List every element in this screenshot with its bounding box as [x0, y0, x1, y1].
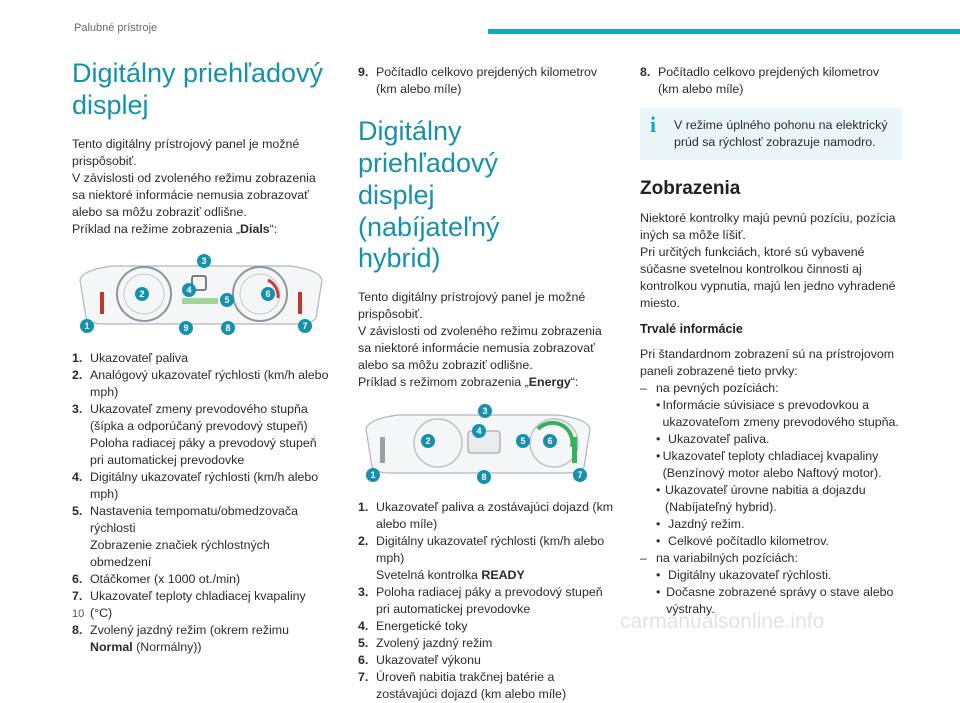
list-item: –na variabilných pozíciách: [640, 551, 798, 565]
legend-list-1: 1.Ukazovateľ paliva 2.Analógový ukazovat… [72, 350, 330, 656]
info-icon: i [650, 112, 657, 137]
list-item: 3.Poloha radiacej páky a prevodový stupe… [358, 585, 603, 617]
subsection-title: Trvalé informácie [640, 322, 743, 336]
list-item: 7.Ukazovateľ teploty chladiacej kvapalin… [72, 588, 306, 620]
callout-8: 8 [481, 472, 486, 482]
callout-3: 3 [201, 256, 206, 266]
callout-4: 4 [186, 285, 191, 295]
list-item: •Informácie súvisiace s prevodovkou a uk… [656, 398, 899, 429]
callout-1: 1 [370, 470, 375, 480]
callout-4: 4 [476, 426, 481, 436]
list-item: 4.Energetické toky [358, 619, 468, 634]
example-line: Príklad na režime zobrazenia „Dials“: [72, 221, 278, 236]
list-item: 3.Ukazovateľ zmeny prevodového stupňa (š… [72, 401, 317, 467]
energy-dashboard-illustration: 1 2 3 4 5 6 7 8 [365, 404, 591, 485]
page-number: 10 [72, 608, 85, 620]
section-title-displays: Zobrazenia [640, 178, 741, 199]
watermark: carmanualsonline.info [620, 610, 825, 633]
list-item: 8.Zvolený jazdný režim (okrem režimu Nor… [72, 622, 289, 654]
intro-para-2: Pri určitých funkciách, ktoré sú vybaven… [640, 245, 896, 310]
example-line: Príklad s režimom zobrazenia „Energy“: [358, 375, 579, 390]
column-2: 9.Počítadlo celkovo prejdených kilometro… [358, 58, 618, 703]
column-3: 8.Počítadlo celkovo prejdených kilometro… [640, 58, 902, 618]
callout-3: 3 [482, 406, 487, 416]
list-item: •Ukazovateľ paliva. [656, 432, 770, 446]
intro-para-2: V závislosti od zvoleného režimu zobraze… [358, 324, 602, 373]
intro-para-2: V závislosti od zvoleného režimu zobraze… [72, 170, 316, 219]
list-item: •Dočasne zobrazené správy o stave alebo … [656, 585, 894, 616]
list-item: 1.Ukazovateľ paliva a zostávajúci dojazd… [358, 500, 614, 532]
energy-figure: 1 2 3 4 5 6 7 8 [358, 403, 618, 487]
callout-7: 7 [577, 470, 582, 480]
list-item: •Ukazovateľ teploty chladiacej kvapaliny… [656, 449, 882, 480]
callout-5: 5 [224, 295, 229, 305]
callout-2: 2 [425, 436, 430, 446]
list-item: 6.Ukazovateľ výkonu [358, 653, 481, 668]
list-item: –na pevných pozíciách: [640, 381, 779, 395]
section-title-hybrid-display: Digitálny priehľadový displej (nabíjateľ… [358, 116, 500, 274]
list-item: 7.Úroveň nabitia trakčnej batérie a zost… [358, 670, 567, 702]
callout-5: 5 [520, 436, 525, 446]
list-item: 5.Nastavenia tempomatu/obmedzovača rýchl… [72, 503, 299, 569]
callout-7: 7 [302, 321, 307, 331]
list-item: •Digitálny ukazovateľ rýchlosti. [656, 568, 832, 582]
body-para: Pri štandardnom zobrazení sú na prístroj… [640, 347, 895, 378]
running-header: Palubné prístroje [74, 22, 158, 34]
list-item: 9.Počítadlo celkovo prejdených kilometro… [358, 65, 598, 96]
intro-para-1: Tento digitálny prístrojový panel je mož… [358, 290, 586, 322]
intro-para-1: Tento digitálny prístrojový panel je mož… [72, 136, 300, 168]
list-item: 6.Otáčkomer (x 1000 ot./min) [72, 571, 241, 586]
dials-dashboard-illustration: 1 2 3 4 5 6 7 8 9 [79, 253, 323, 335]
intro-para-1: Niektoré kontrolky majú pevnú pozíciu, p… [640, 211, 896, 242]
header-accent-bar [488, 29, 960, 34]
list-item: 2.Digitálny ukazovateľ rýchlosti (km/h a… [358, 534, 605, 583]
list-item: •Jazdný režim. [656, 517, 745, 531]
list-item: •Celkové počítadlo kilometrov. [656, 534, 829, 548]
callout-1: 1 [84, 321, 89, 331]
callout-9: 9 [183, 323, 188, 333]
callout-8: 8 [225, 323, 230, 333]
list-item: 5.Zvolený jazdný režim [358, 636, 493, 651]
callout-6: 6 [547, 436, 552, 446]
list-item: •Ukazovateľ úrovne nabitia a dojazdu (Na… [656, 483, 866, 514]
list-item: 1.Ukazovateľ paliva [72, 350, 188, 365]
callout-6: 6 [265, 289, 270, 299]
section-title-digital-display: Digitálny priehľadový displej [72, 58, 324, 120]
dials-figure: 1 2 3 4 5 6 7 8 9 [72, 252, 330, 338]
callout-2: 2 [139, 289, 144, 299]
list-item: 4.Digitálny ukazovateľ rýchlosti (km/h a… [72, 469, 319, 501]
legend-list-2: 1.Ukazovateľ paliva a zostávajúci dojazd… [358, 499, 618, 703]
list-item: 2.Analógový ukazovateľ rýchlosti (km/h a… [72, 367, 329, 399]
column-1: Digitálny priehľadový displej Tento digi… [72, 58, 330, 656]
list-item: 8.Počítadlo celkovo prejdených kilometro… [640, 65, 880, 96]
info-box: i V režime úplného pohonu na elektrický … [640, 108, 902, 160]
